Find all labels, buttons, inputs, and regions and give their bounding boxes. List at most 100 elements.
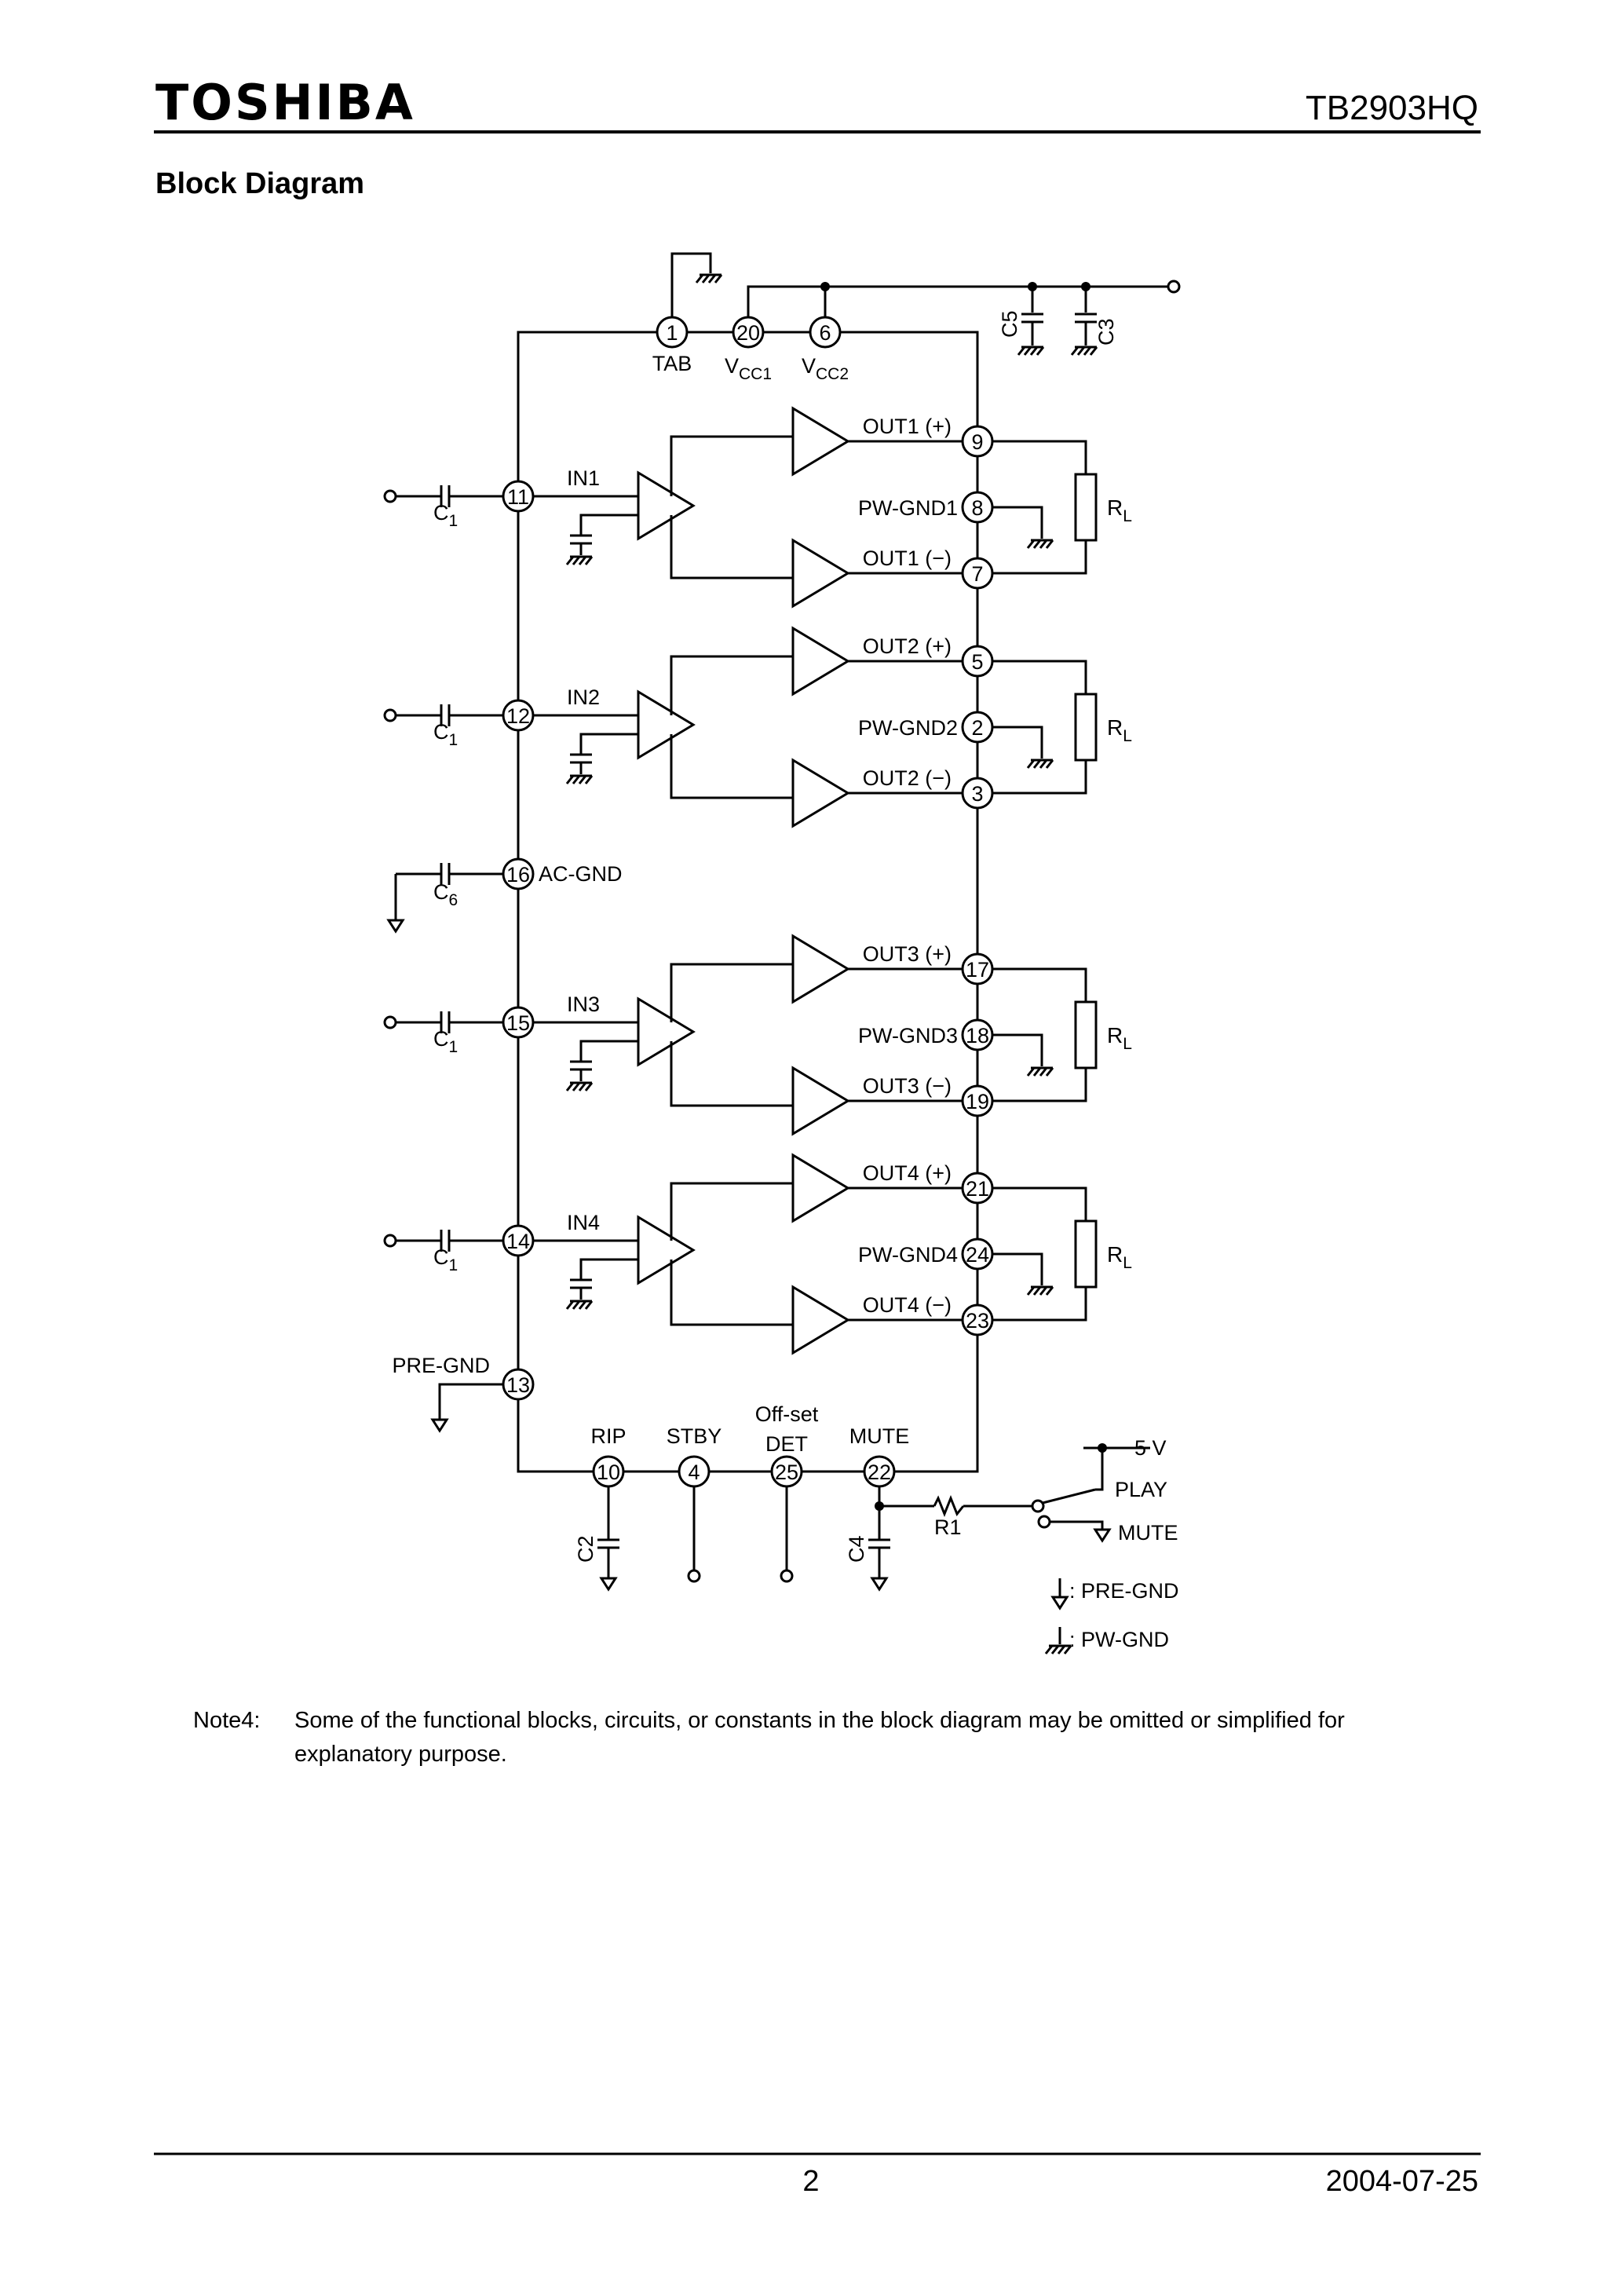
pre-gnd-symbol [1093, 1528, 1112, 1543]
pw-gnd-hatch [584, 775, 594, 784]
pw-gnd-label: PW-GND2 [858, 716, 958, 740]
cap-label-c3: C3 [1094, 318, 1118, 345]
pw-gnd-hatch [565, 1082, 575, 1091]
terminal [383, 1015, 397, 1029]
pw-gnd-hatch [1050, 1645, 1060, 1654]
cap-main: C [433, 1245, 449, 1269]
feed-pos-1 [670, 435, 793, 496]
pw-gnd-hatch [572, 1082, 581, 1091]
cap-sub: 1 [449, 731, 458, 749]
pin-13: 13 [506, 1373, 530, 1397]
rl-sub: L [1123, 1035, 1132, 1053]
pw-gnd-hatch [1039, 1286, 1048, 1296]
load-wire [992, 967, 1087, 1002]
pw-gnd-hatch [584, 1300, 594, 1310]
load-resistor-4 [1074, 1219, 1098, 1289]
pw-gnd-hatch [1045, 759, 1054, 769]
terminal [1037, 1515, 1051, 1529]
pin-20: 20 [736, 321, 760, 345]
load-label: RL [1107, 1023, 1132, 1053]
pw-gnd-hatch [1045, 539, 1054, 549]
pin-label-vcc1: VCC1 [725, 354, 772, 383]
rip-label: RIP [590, 1424, 626, 1448]
vcc-main: V [802, 354, 816, 378]
out-amp-pos-4 [791, 1153, 850, 1223]
pin-8: 8 [971, 496, 983, 520]
pw-gnd-hatch [1023, 346, 1032, 356]
in-amp-4 [637, 1215, 696, 1285]
offset-label: Off-set [755, 1402, 819, 1426]
pw-gnd-hatch [1026, 1067, 1036, 1077]
vcc-main: V [725, 354, 739, 378]
pw-gnd-label: PW-GND1 [858, 496, 958, 520]
pin-17: 17 [966, 958, 989, 982]
resistor-r1 [933, 1494, 965, 1518]
toshiba-logo: TOSHIBA [155, 74, 415, 131]
cap-sub: 1 [449, 1038, 458, 1056]
load-wire [992, 1068, 1087, 1102]
ac-gnd-label: AC-GND [539, 862, 623, 886]
load-wire [992, 660, 1087, 694]
out-pos-label: OUT4 (+) [863, 1161, 952, 1185]
terminal [383, 708, 397, 722]
load-wire [992, 440, 1087, 474]
vcc-sub: CC1 [739, 365, 772, 383]
in-amp-3 [637, 996, 696, 1067]
pin-19: 19 [966, 1090, 989, 1113]
load-wire [992, 540, 1087, 575]
r1-label: R1 [934, 1515, 962, 1539]
pw-gnd-hatch [707, 274, 717, 283]
pw-gnd-hatch [1045, 1067, 1054, 1077]
pw-gnd-hatch [701, 274, 711, 283]
out-amp-neg-1 [791, 538, 850, 609]
part-number: TB2903HQ [1306, 89, 1478, 127]
pre-gnd-symbol [430, 1418, 449, 1433]
pin-24: 24 [966, 1243, 989, 1267]
rl-sub: L [1123, 1254, 1132, 1272]
pw-gnd-hatch [1032, 539, 1042, 549]
pw-gnd-hatch [1039, 1067, 1048, 1077]
cap-label-c5: C5 [998, 310, 1021, 338]
feed-neg-3 [670, 1041, 793, 1107]
cap-sub: 1 [449, 1256, 458, 1274]
pin-1: 1 [666, 321, 678, 345]
pw-gnd-label: PW-GND4 [858, 1243, 958, 1267]
pin-16: 16 [506, 863, 530, 887]
switch-wire [1095, 1446, 1150, 1491]
cap-main: C [433, 880, 449, 904]
pw-gnd-hatch [578, 556, 587, 565]
pw-gnd-hatch [572, 556, 581, 565]
pre-gnd-symbol [870, 1577, 889, 1592]
pw-gnd-hatch [1039, 539, 1048, 549]
rl-sub: L [1123, 727, 1132, 745]
pin-25: 25 [775, 1461, 798, 1484]
cap-label-c2: C2 [574, 1535, 597, 1563]
pre-gnd-symbol [386, 919, 405, 934]
pw-gnd-wire [992, 506, 1043, 539]
pin-7: 7 [971, 562, 983, 586]
legend-pw-gnd: : PW-GND [1069, 1628, 1169, 1651]
rl-main: R [1107, 495, 1123, 520]
pw-gnd-label: PW-GND3 [858, 1024, 958, 1047]
rl-sub: L [1123, 507, 1132, 525]
pw-gnd-hatch [1026, 539, 1036, 549]
note-line-2: explanatory purpose. [294, 1742, 507, 1767]
mute-pin-label: MUTE [849, 1424, 910, 1448]
pin-15: 15 [506, 1011, 530, 1035]
cap-sub: 1 [449, 512, 458, 530]
feed-neg-1 [670, 515, 793, 579]
pin-6: 6 [819, 321, 831, 345]
terminal [687, 1569, 701, 1583]
rl-main: R [1107, 1242, 1123, 1267]
pin-label-vcc2: VCC2 [802, 354, 849, 383]
stby-label: STBY [667, 1424, 722, 1448]
tab-ground-wire [670, 252, 712, 317]
pw-gnd-hatch [1076, 346, 1086, 356]
pw-gnd-hatch [1044, 1645, 1054, 1654]
input-label: IN3 [567, 993, 600, 1016]
cap-label-c6: C6 [433, 880, 458, 909]
in-amp-1 [637, 470, 696, 541]
pw-gnd-hatch [578, 775, 587, 784]
switch-wire [1050, 1520, 1104, 1530]
